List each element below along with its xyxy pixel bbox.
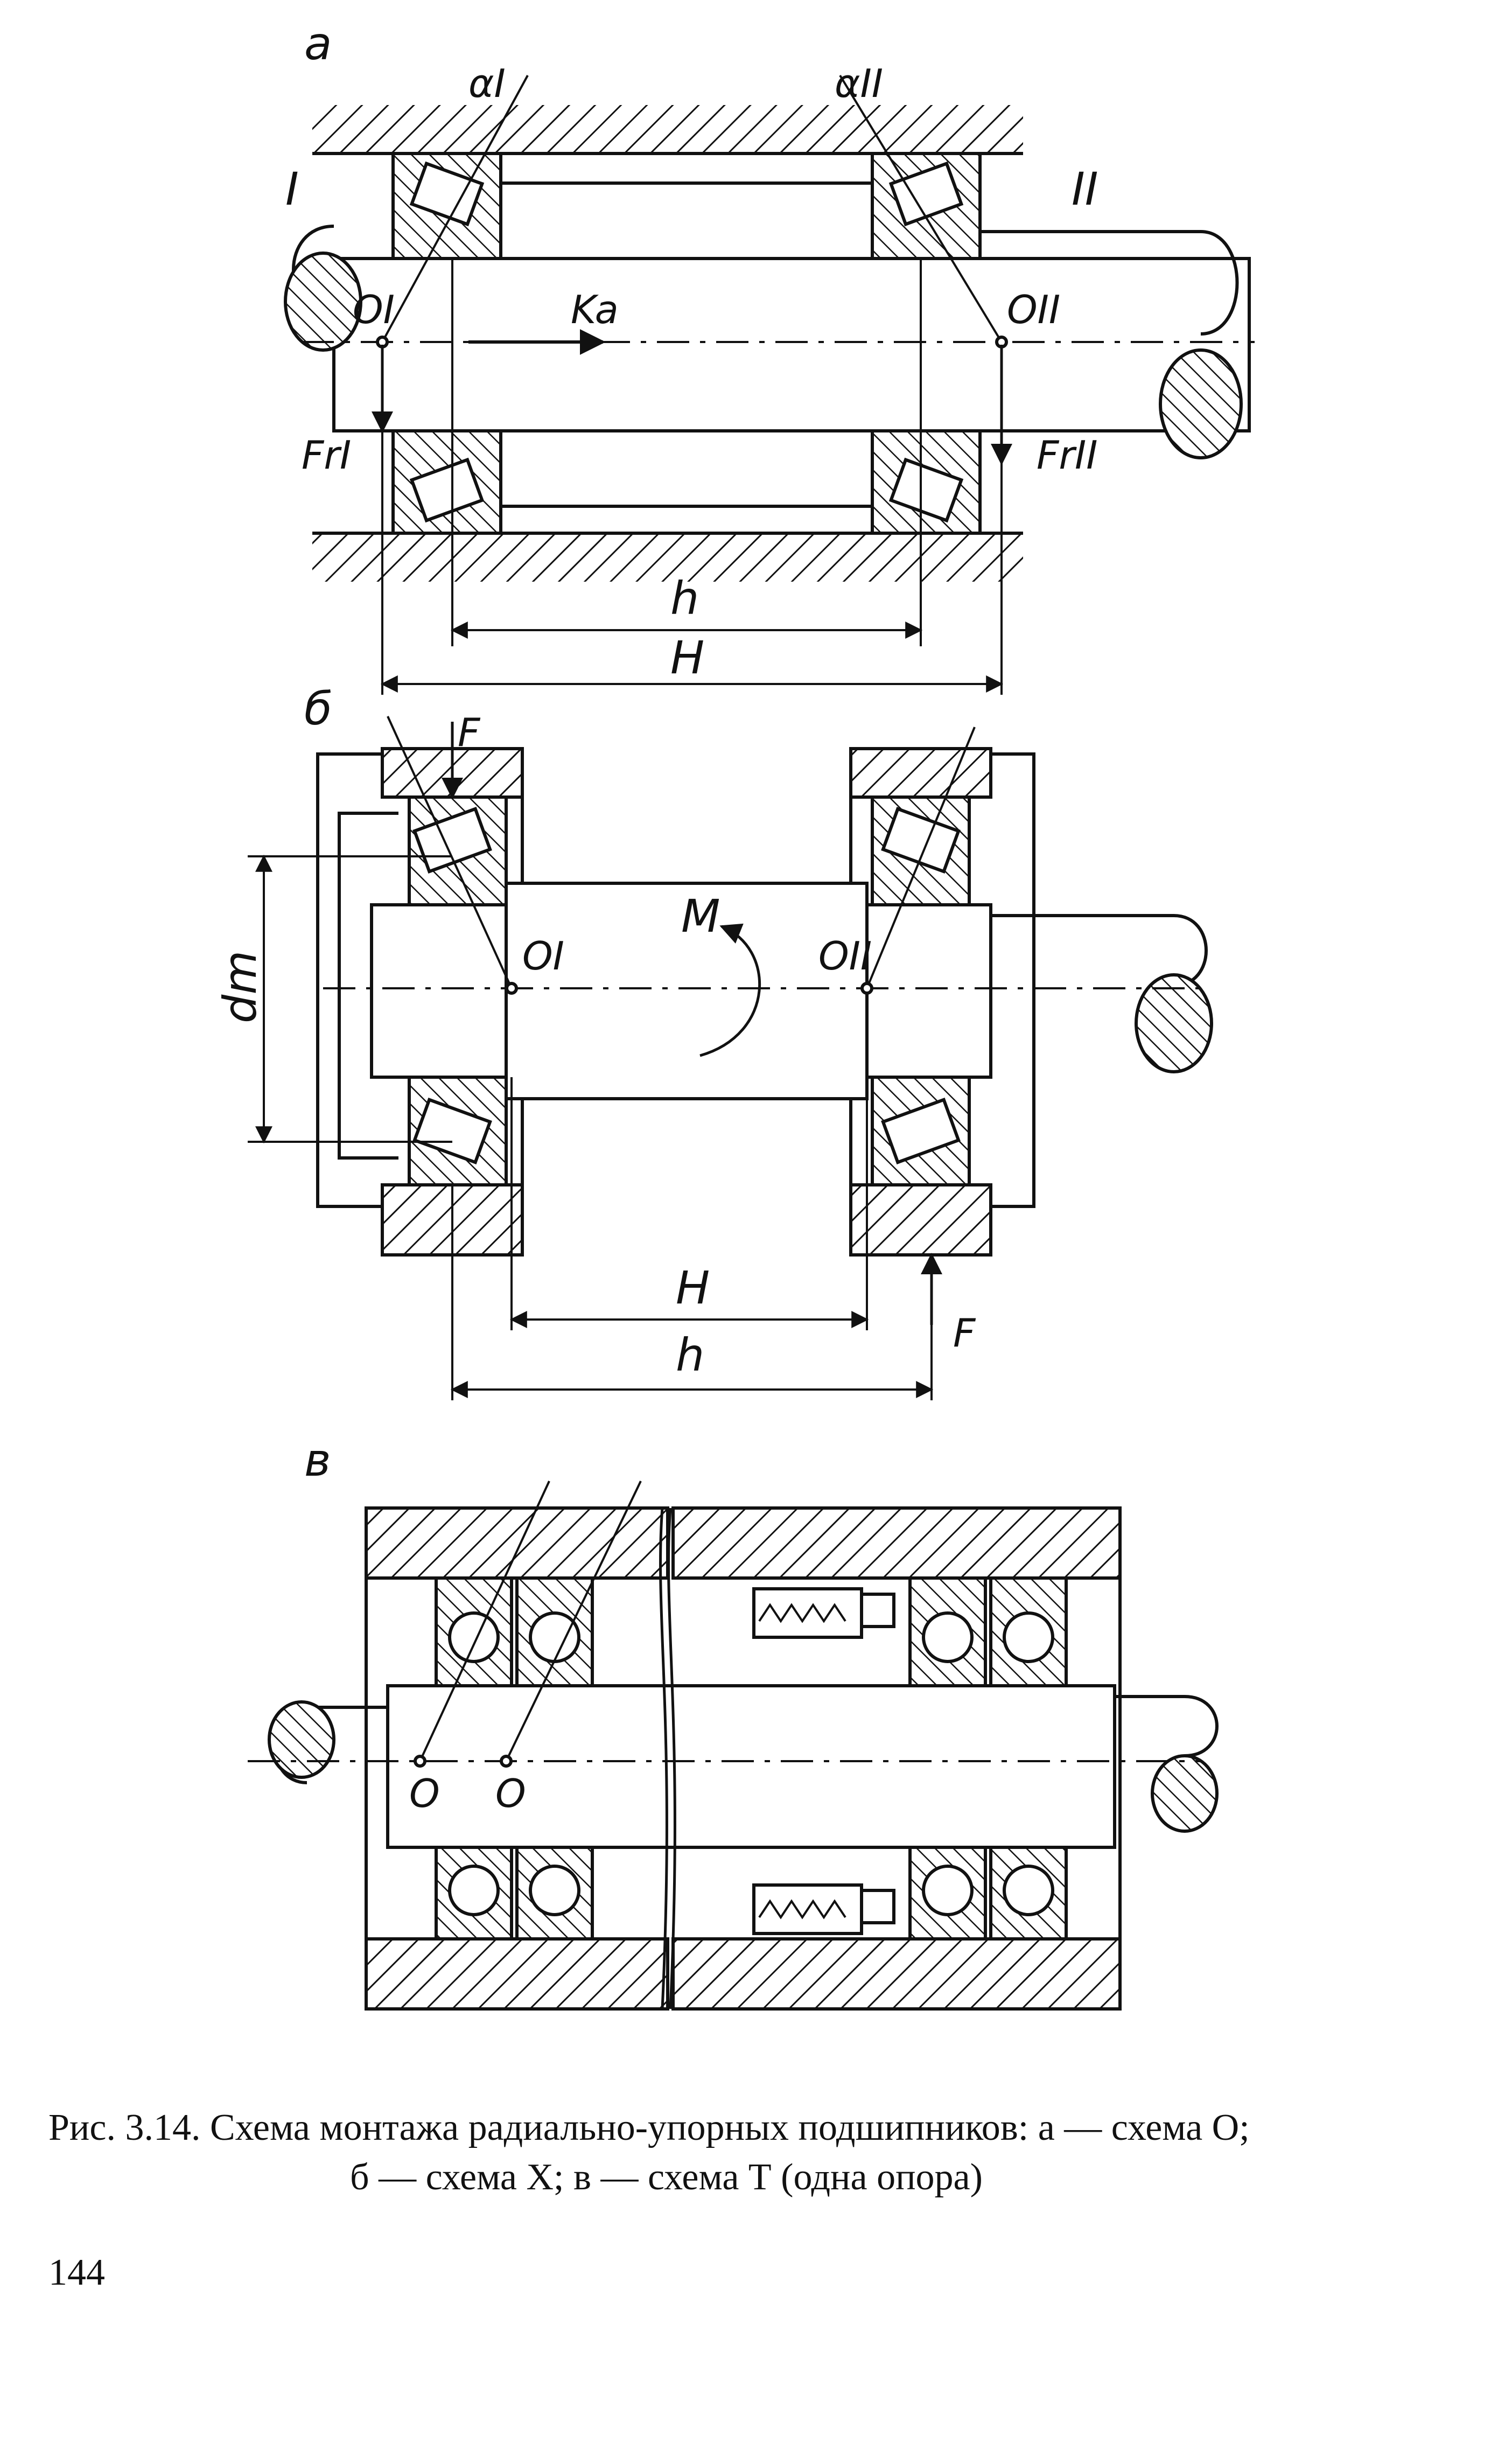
- housing-right-top-b: [849, 747, 992, 799]
- shaft-section-right-b: [1135, 973, 1213, 1073]
- dim-H-label-b: H: [676, 1261, 710, 1314]
- center-left-label-b: OI: [522, 933, 564, 979]
- dm-label: dm: [214, 951, 267, 1023]
- housing-right-bottom-b: [849, 1183, 992, 1257]
- shaft-section-right-c: [1151, 1754, 1219, 1833]
- bearing-left-bottom-a: [391, 429, 502, 535]
- panel-c-labels: в O O: [304, 1434, 526, 1816]
- spring-bottom: [752, 1883, 895, 1935]
- moment-arrow: [699, 923, 761, 1057]
- shaft-a: [332, 257, 1251, 432]
- radial-force-right-label: FrII: [1037, 432, 1097, 478]
- center-label-2-c: O: [495, 1771, 526, 1816]
- center-label-1-c: O: [409, 1771, 440, 1816]
- page-number: 144: [48, 2252, 105, 2293]
- shaft-section-right-a: [1159, 348, 1243, 459]
- ball-bearing-pair-left-bottom: [435, 1846, 594, 1941]
- panel-c: [248, 1481, 1219, 2011]
- shaft-section-left-c: [268, 1700, 335, 1779]
- housing-bottom-left-c: [365, 1937, 669, 2011]
- axial-force-label: Ka: [571, 287, 619, 332]
- ball-bearing-pair-left-top: [435, 1576, 594, 1687]
- center-left-label-a: OI: [353, 287, 395, 332]
- dim-h-label-a: h: [670, 572, 699, 625]
- housing-bottom-a: [312, 533, 1023, 582]
- panel-a-letter: а: [304, 17, 332, 70]
- bearing-right-bottom-a: [871, 429, 982, 535]
- panel-a-labels: а αI αII I II OI OII Ka FrI FrII h H: [285, 17, 1098, 684]
- panel-c-letter: в: [304, 1434, 331, 1486]
- caption-line-1: Рис. 3.14. Схема монтажа радиально-упорн…: [48, 2107, 1250, 2148]
- force-top-label: F: [458, 710, 481, 755]
- figure-caption: Рис. 3.14. Схема монтажа радиально-упорн…: [48, 2103, 1481, 2202]
- dim-H-label-a: H: [670, 631, 704, 684]
- housing-top-a: [312, 105, 1023, 153]
- spring-top: [752, 1587, 895, 1639]
- support-left-label: I: [285, 163, 299, 215]
- ball-bearing-pair-right-bottom: [908, 1846, 1068, 1941]
- shaft-c: [386, 1684, 1116, 1849]
- panel-b-letter: б: [304, 682, 332, 735]
- panel-b: [248, 716, 1213, 1400]
- ball-bearing-pair-right-top: [908, 1576, 1068, 1687]
- force-bottom-label: F: [953, 1310, 976, 1356]
- bearing-left-top-a: [391, 152, 502, 260]
- panel-b-labels: б F F M OI OII dm H h: [214, 682, 976, 1381]
- bearing-mounting-figure: а αI αII I II OI OII Ka FrI FrII h H: [214, 17, 1255, 2011]
- housing-top-right-c: [671, 1506, 1122, 1580]
- bearing-right-top-a: [871, 152, 982, 260]
- shaft-section-left-a: [284, 252, 362, 352]
- caption-line-2: б — схема X; в — схема Т (одна опора): [350, 2156, 983, 2198]
- housing-bottom-right-c: [671, 1937, 1122, 2011]
- dim-h-label-b: h: [676, 1329, 704, 1381]
- moment-label: M: [681, 890, 720, 943]
- center-right-label-a: OII: [1007, 287, 1060, 332]
- panel-a: [284, 74, 1255, 695]
- angle-right-label: αII: [835, 61, 883, 106]
- support-right-label: II: [1072, 163, 1098, 215]
- radial-force-left-label: FrI: [302, 432, 351, 478]
- angle-left-label: αI: [468, 61, 506, 106]
- center-right-label-b: OII: [818, 933, 872, 979]
